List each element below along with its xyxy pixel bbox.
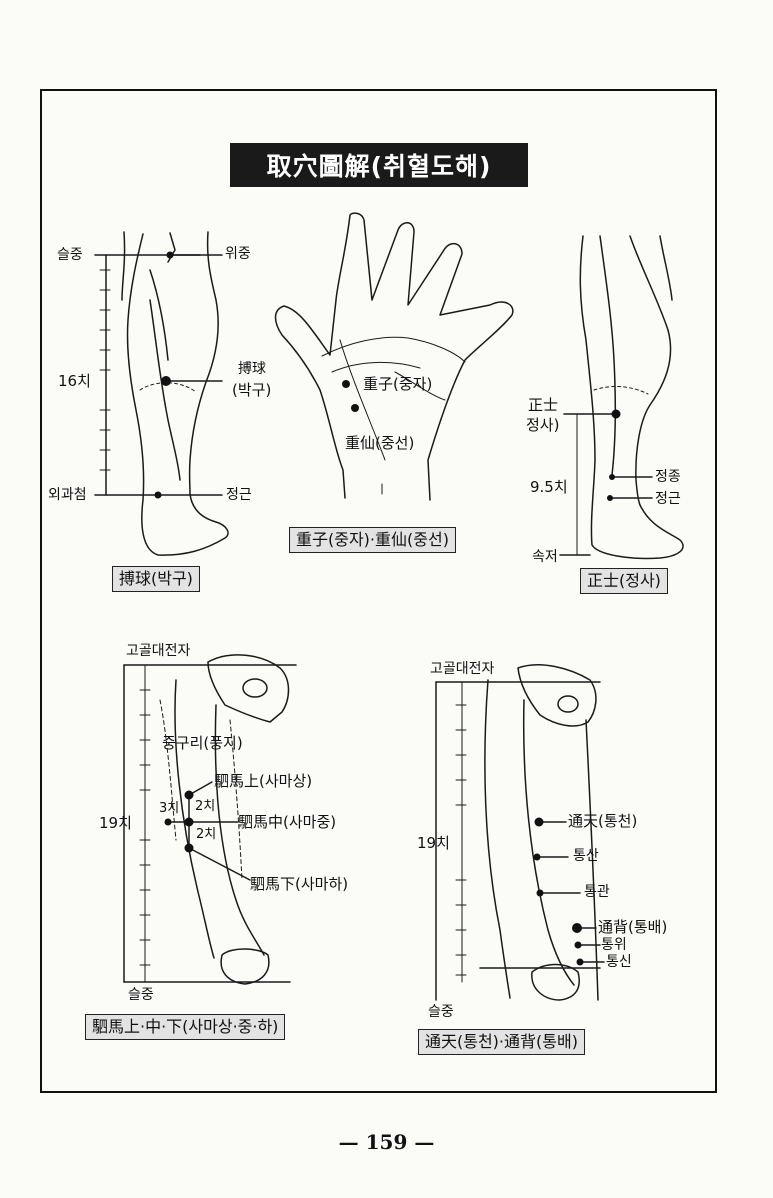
jeonggeun-label: 정근	[226, 487, 252, 503]
samasang-caption: 駟馬上·中·下(사마상·중·하)	[85, 1014, 286, 1041]
jeonggeun-label: 정근	[655, 491, 681, 507]
jeongsa-point-label: 正士	[528, 396, 559, 414]
tongbae-label: 通背(통배)	[598, 918, 668, 936]
jungja-label: 重子(중자)	[363, 375, 433, 393]
knee-crease-label: 슬중	[128, 987, 154, 1003]
jeongsa-point-korean-label: 정사)	[526, 416, 560, 434]
sokjeo-label: 속저	[532, 549, 558, 565]
wijung-label: 위중	[225, 246, 251, 262]
bakgu-caption: 搏球(박구)	[112, 566, 200, 593]
hand-palm-drawing	[274, 212, 514, 501]
pungji-label: 중구리(풍지)	[162, 734, 243, 752]
measure-label: 16치	[58, 372, 91, 390]
two-chi-lower-label: 2치	[196, 827, 217, 842]
knee-crease-label: 슬중	[57, 247, 83, 263]
jeongsa-caption: 正士(정사)	[580, 568, 668, 595]
three-chi-label: 3치	[159, 801, 180, 816]
samasang-label: 駟馬上(사마상)	[214, 772, 313, 790]
greater-trochanter-label: 고골대전자	[126, 643, 191, 659]
jungja-caption: 重子(중자)·重仙(중선)	[289, 527, 456, 554]
page-title: 取穴圖解(취혈도해)	[230, 143, 528, 187]
bakgu-point-korean-label: (박구)	[232, 381, 272, 399]
jungseon-label: 重仙(중선)	[345, 434, 415, 452]
tonggwan-label: 통관	[584, 884, 610, 900]
samaha-label: 駟馬下(사마하)	[250, 875, 349, 893]
ankle-label: 외과첨	[48, 487, 87, 503]
tongsin-label: 통신	[606, 954, 632, 970]
knee-crease-label: 슬중	[428, 1004, 454, 1020]
measure-label: 19치	[417, 834, 450, 852]
tongcheon-label: 通天(통천)	[568, 812, 638, 830]
leg-back-drawing	[94, 231, 229, 556]
two-chi-upper-label: 2치	[195, 799, 216, 814]
samajung-label: 駟馬中(사마중)	[238, 813, 337, 831]
greater-trochanter-label: 고골대전자	[430, 661, 495, 677]
tongwi-label: 통위	[601, 937, 627, 953]
measure-label: 19치	[99, 814, 132, 832]
thigh-front-drawing	[435, 664, 605, 1001]
jeongjong-label: 정종	[655, 469, 681, 485]
page-frame	[40, 89, 717, 1093]
measure-label: 9.5치	[530, 478, 568, 496]
tongcheon-caption: 通天(통천)·通背(통배)	[418, 1029, 585, 1056]
leg-inner-drawing	[559, 235, 684, 560]
tongsan-label: 통산	[573, 848, 599, 864]
page-number: — 159 —	[338, 1130, 435, 1154]
bakgu-point-label: 搏球	[238, 361, 266, 377]
thigh-side-drawing	[123, 654, 297, 985]
